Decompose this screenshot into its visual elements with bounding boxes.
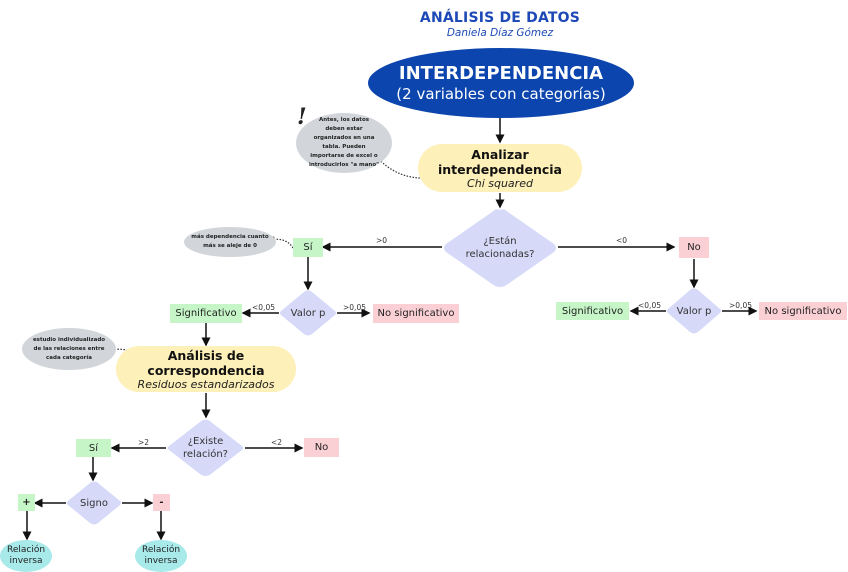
note-dependence-line1: más dependencia cuanto <box>191 234 269 240</box>
sign-decision: Signo <box>66 481 122 525</box>
note-study-line2: de las relaciones entre <box>33 345 105 352</box>
result-minus-line1: Relación <box>141 545 181 555</box>
related-line2: relacionadas? <box>465 249 535 260</box>
related-line1: ¿Están <box>483 236 517 247</box>
diamond-shape <box>280 290 336 336</box>
exclamation-icon: ! <box>297 104 307 130</box>
note-individual-study: estudio individualizado de las relaciones… <box>22 328 116 370</box>
yes-exists-box: Sí <box>76 439 111 457</box>
edge-label-lt005-left: <0,05 <box>252 303 275 312</box>
diamond-shape <box>67 481 121 525</box>
minus-box: - <box>153 494 170 511</box>
no-related-box: No <box>679 237 709 258</box>
pvalue-right-decision: Valor p <box>666 288 722 334</box>
edge-label-gt2: >2 <box>138 438 150 447</box>
correspondence-title: Análisis de correspondencia <box>147 347 265 378</box>
note-data-organization: Antes, los datos deben estar organizados… <box>296 113 392 173</box>
note-data-text: Antes, los datos deben estar organizados… <box>309 117 379 168</box>
significant-left-box: Significativo <box>170 304 242 323</box>
note-link-dependence <box>268 236 294 249</box>
main-topic-subtitle: (2 variables con categorías) <box>396 84 606 103</box>
note-study-line1: estudio individualizado <box>32 336 106 343</box>
result-plus-line2: inversa <box>9 556 43 566</box>
pvalue-left-label: Valor p <box>290 307 326 319</box>
not-significant-left-box: No significativo <box>373 304 459 323</box>
correspondence-subtitle: Residuos estandarizados <box>137 377 275 391</box>
diamond-shape <box>667 288 721 334</box>
main-topic-node: INTERDEPENDENCIA (2 variables con catego… <box>368 48 634 118</box>
analyze-subtitle: Chi squared <box>467 176 533 190</box>
related-decision-node: ¿Están relacionadas? <box>442 208 558 288</box>
pvalue-left-decision: Valor p <box>279 290 337 336</box>
not-significant-right-box: No significativo <box>759 302 847 320</box>
diamond-shape <box>444 209 556 287</box>
yes-related-box: Sí <box>293 238 323 257</box>
author-name: Daniela Díaz Gómez <box>446 27 554 39</box>
result-plus-line1: Relación <box>6 545 46 555</box>
main-topic-title: INTERDEPENDENCIA <box>398 62 604 84</box>
exists-line2: relación? <box>183 449 228 460</box>
analyze-interdependence-node: Analizar interdependencia Chi squared <box>418 144 582 192</box>
plus-box: + <box>18 494 35 511</box>
significant-right-box: Significativo <box>556 302 629 320</box>
page-title: ANÁLISIS DE DATOS <box>419 10 581 26</box>
note-dependence-line2: más se aleje de 0 <box>203 243 257 249</box>
sign-label: Signo <box>80 497 108 509</box>
edge-label-lt005-right: <0,05 <box>638 301 661 310</box>
edge-label-lt0: <0 <box>616 236 628 245</box>
edge-label-gt005-left: >0,05 <box>343 303 366 312</box>
pvalue-right-label: Valor p <box>676 305 712 317</box>
exists-line1: ¿Existe <box>187 436 224 447</box>
edge-label-gt0: >0 <box>376 236 388 245</box>
edge-label-lt2: <2 <box>271 438 283 447</box>
analyze-title: Analizar interdependencia <box>437 146 562 177</box>
note-dependence: más dependencia cuanto más se aleje de 0 <box>184 227 276 257</box>
result-minus-line2: inversa <box>144 556 178 566</box>
diamond-shape <box>167 419 244 476</box>
note-study-line3: cada categoría <box>46 354 92 361</box>
exists-relation-decision: ¿Existe relación? <box>166 419 245 477</box>
correspondence-analysis-node: Análisis de correspondencia Residuos est… <box>116 346 296 392</box>
edge-label-gt005-right: >0,05 <box>729 301 752 310</box>
no-exists-box: No <box>304 438 339 457</box>
